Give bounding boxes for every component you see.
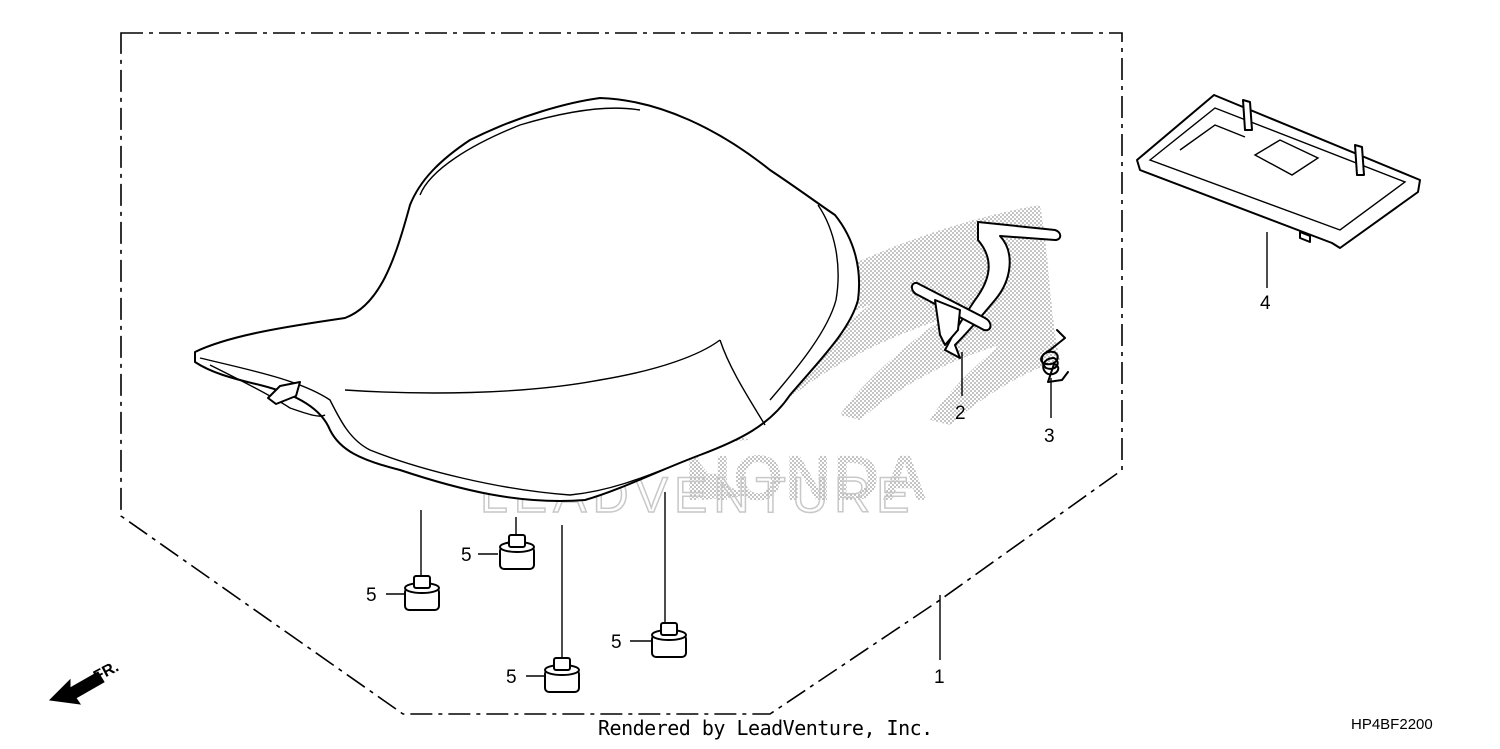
seat-cushion-group xyxy=(404,534,687,693)
callout-4: 4 xyxy=(1260,293,1271,314)
seat-cushion[interactable] xyxy=(404,575,440,611)
diagram-code: HP4BF2200 xyxy=(1351,716,1433,733)
return-spring[interactable] xyxy=(1040,329,1069,383)
seat-cover[interactable] xyxy=(1136,94,1421,249)
seat-cushion[interactable] xyxy=(499,534,535,570)
callout-2: 2 xyxy=(955,403,966,424)
arrow-icon xyxy=(48,671,105,705)
callout-1: 1 xyxy=(934,667,945,688)
assembly-boundary xyxy=(120,32,1123,715)
seat-cushion[interactable] xyxy=(651,622,687,658)
seat-assembly[interactable] xyxy=(194,97,861,502)
callout-5d: 5 xyxy=(506,667,517,688)
seat-hook[interactable] xyxy=(910,221,1062,359)
front-direction-indicator: FR. xyxy=(48,658,122,705)
leader-lines xyxy=(386,232,1268,677)
callout-5c: 5 xyxy=(611,632,622,653)
render-credit: Rendered by LeadVenture, Inc. xyxy=(598,716,933,740)
callout-3: 3 xyxy=(1044,426,1055,447)
callout-5a: 5 xyxy=(366,585,377,606)
callout-5b: 5 xyxy=(461,545,472,566)
honda-logo-text: HONDA xyxy=(685,442,930,514)
seat-cushion[interactable] xyxy=(544,657,580,693)
